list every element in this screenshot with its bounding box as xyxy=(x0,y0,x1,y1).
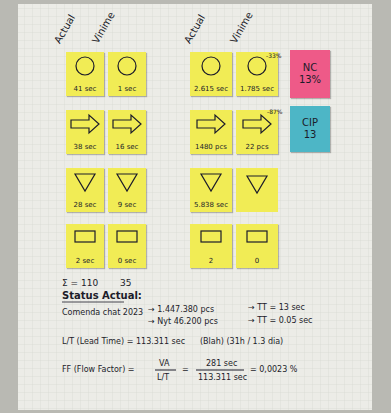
sticky-note: 1 sec xyxy=(108,52,146,96)
note-text: FF (Flow Factor) = xyxy=(62,365,135,374)
note-value: 0 xyxy=(255,257,259,265)
note-text: Comenda chat 2023 xyxy=(62,308,143,317)
underline xyxy=(62,302,124,303)
blank-sticky-note xyxy=(236,168,278,212)
section-heading: Status Actual: xyxy=(62,290,142,302)
sticky-note: 22 pcs xyxy=(236,110,278,154)
sticky-note: 41 sec xyxy=(66,52,104,96)
note-text: = xyxy=(182,365,189,374)
note-text: L/T xyxy=(157,373,169,382)
note-value: 2 sec xyxy=(76,257,94,265)
note-value: 1.785 sec xyxy=(240,85,274,93)
percent-note: -87% xyxy=(267,109,283,116)
note-value: CIP xyxy=(302,117,318,129)
note-value: 2 xyxy=(209,257,213,265)
note-value: 41 sec xyxy=(74,85,97,93)
paper-sheet xyxy=(18,4,372,410)
note-text: VA xyxy=(159,359,169,368)
sticky-note: 2 sec xyxy=(66,224,104,268)
sticky-note: 38 sec xyxy=(66,110,104,154)
note-text: 281 sec xyxy=(206,359,237,368)
note-text: (Blah) (31h / 1.3 dia) xyxy=(200,337,283,346)
note-text: → TT = 0.05 sec xyxy=(248,316,313,325)
note-value: 38 sec xyxy=(74,143,97,151)
sticky-note: 2 xyxy=(190,224,232,268)
sticky-note: 5.838 sec xyxy=(190,168,232,212)
note-text: → Nyt 46.200 pcs xyxy=(148,317,218,326)
note-value: 0 sec xyxy=(118,257,136,265)
note-text: L/T (Lead Time) = 113.311 sec xyxy=(62,337,185,346)
status-sticky-note: CIP13 xyxy=(290,106,330,152)
note-text: → TT = 13 sec xyxy=(248,303,305,312)
percent-note: -33% xyxy=(266,53,282,60)
sum-note: Σ = 110 xyxy=(62,278,98,288)
note-value: NC xyxy=(303,62,317,74)
note-text: → 1.447.380 pcs xyxy=(148,305,214,314)
sticky-note: 0 xyxy=(236,224,278,268)
note-text: 113.311 sec xyxy=(198,373,247,382)
fraction-bar xyxy=(155,370,176,371)
note-value: 9 sec xyxy=(118,201,136,209)
column-header: Actual xyxy=(52,13,78,46)
note-value: 22 pcs xyxy=(245,143,268,151)
note-value: 28 sec xyxy=(74,201,97,209)
column-header: Vinime xyxy=(228,10,255,46)
note-value: 1 sec xyxy=(118,85,136,93)
paper-grid xyxy=(18,4,372,410)
sum-note: 35 xyxy=(120,278,131,288)
note-value: 5.838 sec xyxy=(194,201,228,209)
sticky-note: 9 sec xyxy=(108,168,146,212)
fraction-bar xyxy=(196,370,244,371)
sticky-note: 16 sec xyxy=(108,110,146,154)
note-value: 2.615 sec xyxy=(194,85,228,93)
note-value: 1480 pcs xyxy=(195,143,227,151)
status-sticky-note: NC13% xyxy=(290,50,330,98)
note-text: = 0,0023 % xyxy=(250,365,297,374)
note-value: 16 sec xyxy=(116,143,139,151)
sticky-note: 28 sec xyxy=(66,168,104,212)
triangle-symbol xyxy=(247,176,267,193)
column-header: Actual xyxy=(182,13,208,46)
sticky-note: 1480 pcs xyxy=(190,110,232,154)
note-value: 13 xyxy=(304,129,317,141)
column-header: Vinime xyxy=(90,10,117,46)
note-value: 13% xyxy=(299,74,321,86)
sticky-note: 2.615 sec xyxy=(190,52,232,96)
sticky-note: 0 sec xyxy=(108,224,146,268)
